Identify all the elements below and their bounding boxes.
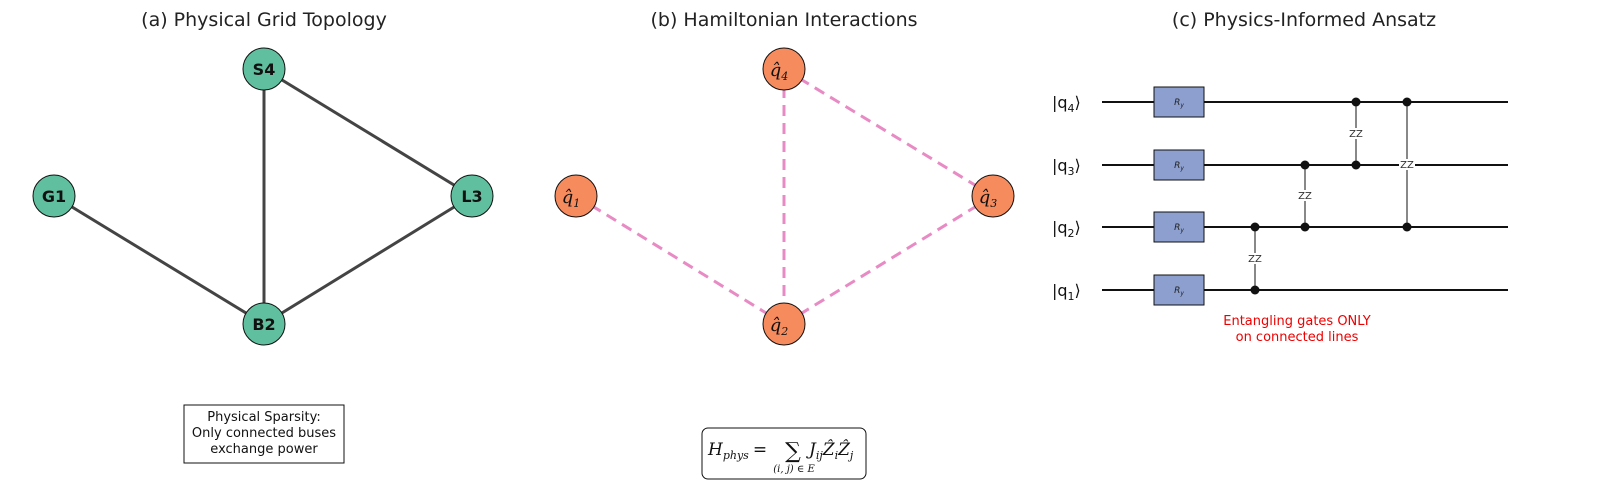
node-g1-label: G1 [42,187,66,206]
zz-gate-q2-q4: ZZ [1399,97,1415,232]
svg-text:ZZ: ZZ [1298,191,1312,202]
ry-gate-q3: Ry [1153,149,1205,181]
svg-text:JijẐiẐj: JijẐiẐj [806,439,854,462]
zz-gate-q1-q2: ZZ [1247,222,1263,295]
panel-a: (a) Physical Grid Topology S4 G1 L3 B2 P… [32,9,494,464]
node-b2: B2 [242,302,286,346]
svg-text:ZZ: ZZ [1248,254,1262,265]
svg-text:ZZ: ZZ [1400,160,1414,171]
panel-b-title: (b) Hamiltonian Interactions [650,9,917,31]
edge-g1-b2 [53,194,265,326]
qubit-label-q1: |q1⟩ [1052,281,1081,303]
panel-b: (b) Hamiltonian Interactions q̂4 q̂1 q̂3… [554,9,1015,480]
svg-text:q̂2: q̂2 [770,315,789,338]
svg-text:(i, j) ∈ E: (i, j) ∈ E [773,464,815,475]
node-s4: S4 [242,47,286,91]
edge-l3-b2 [263,194,473,326]
node-s4-label: S4 [253,60,276,79]
node-q3: q̂3 [971,174,1015,218]
interaction-q4-q3 [783,67,994,198]
svg-text:Ry: Ry [1174,286,1184,297]
physical-sparsity-note: Physical Sparsity: Only connected buses … [183,404,345,464]
qubit-label-q2: |q2⟩ [1052,218,1081,240]
svg-text:Hphys=: Hphys= [707,440,767,462]
qubit-label-q4: |q4⟩ [1052,93,1081,115]
node-q2: q̂2 [762,302,806,346]
note-line-3: exchange power [210,442,318,457]
node-l3-label: L3 [461,187,482,206]
node-q1: q̂1 [554,174,598,218]
hamiltonian-formula: Hphys= ∑ (i, j) ∈ E JijẐiẐj [701,427,867,480]
qubit-label-q3: |q3⟩ [1052,156,1081,178]
ry-gate-q2: Ry [1153,211,1205,243]
panel-b-edges [575,67,994,326]
svg-text:q̂3: q̂3 [979,187,998,210]
svg-text:Ry: Ry [1174,98,1184,109]
panel-c-title: (c) Physics-Informed Ansatz [1172,9,1436,31]
panel-a-title: (a) Physical Grid Topology [141,9,387,31]
entangling-note-line-1: Entangling gates ONLY [1223,314,1371,329]
panel-c: (c) Physics-Informed Ansatz |q4⟩ |q3⟩ |q… [1052,9,1508,345]
panel-a-edges [53,67,473,326]
note-line-2: Only connected buses [192,426,336,441]
node-g1: G1 [32,174,76,218]
node-l3: L3 [450,174,494,218]
svg-text:∑: ∑ [785,439,801,464]
svg-text:q̂1: q̂1 [562,187,581,210]
interaction-q1-q2 [575,194,785,326]
svg-text:Ry: Ry [1174,161,1184,172]
interaction-q3-q2 [783,194,994,326]
node-b2-label: B2 [252,315,275,334]
entangling-note-line-2: on connected lines [1236,330,1359,345]
zz-gate-q2-q3: ZZ [1297,160,1313,232]
svg-text:ZZ: ZZ [1349,129,1363,140]
entangling-note: Entangling gates ONLY on connected lines [1223,314,1371,345]
note-line-1: Physical Sparsity: [207,410,320,425]
edge-s4-l3 [263,67,473,198]
svg-text:q̂4: q̂4 [770,60,789,83]
svg-text:Ry: Ry [1174,223,1184,234]
ry-gate-q4: Ry [1153,86,1205,118]
node-q4: q̂4 [762,47,806,91]
ry-gate-q1: Ry [1153,274,1205,306]
zz-gate-q3-q4: ZZ [1348,97,1364,170]
